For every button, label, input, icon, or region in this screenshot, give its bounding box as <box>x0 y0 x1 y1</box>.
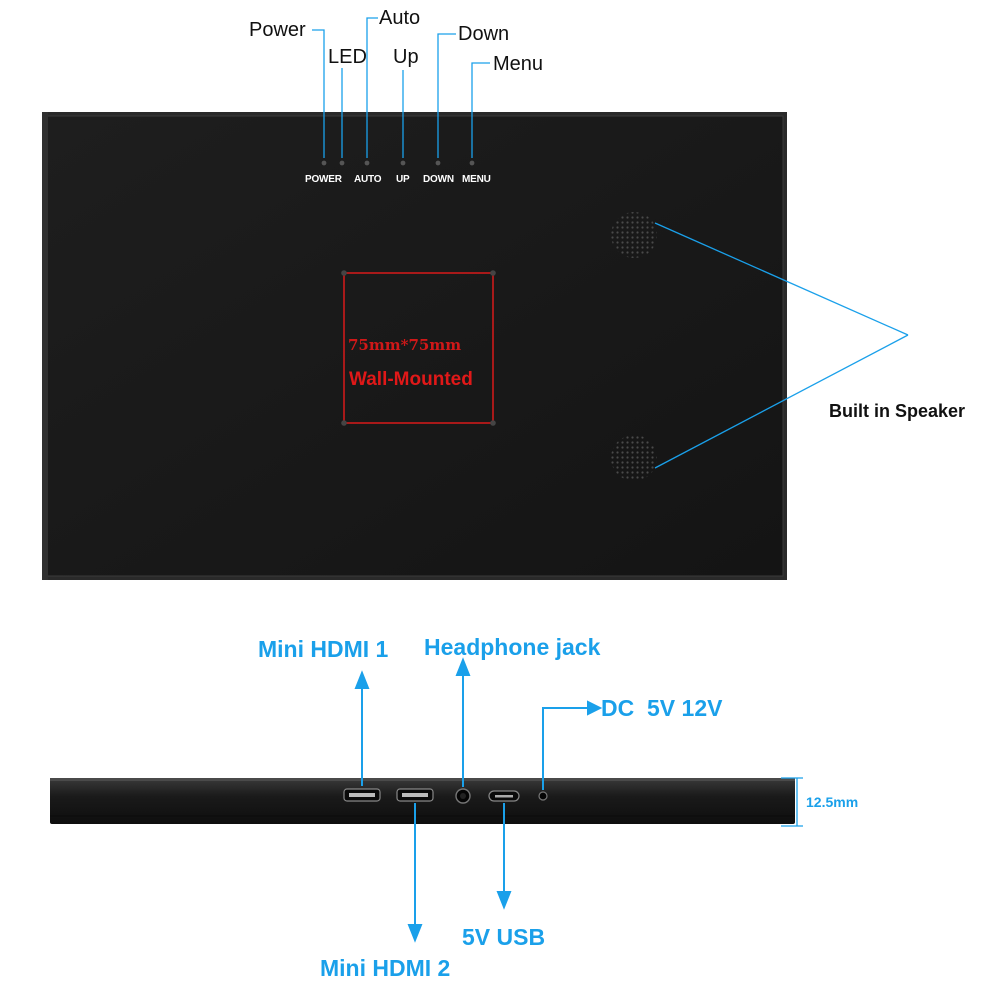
side-ports <box>343 788 548 804</box>
panel-button-power: POWER <box>305 174 342 185</box>
label-up: Up <box>393 46 419 68</box>
panel-button-auto: AUTO <box>354 174 382 185</box>
panel-button-menu: MENU <box>462 174 491 185</box>
port-label-mini-hdmi-1: Mini HDMI 1 <box>258 636 389 662</box>
wall-mount-square <box>341 270 496 426</box>
port-label-mini-hdmi-2: Mini HDMI 2 <box>320 955 451 981</box>
panel-button-dots <box>321 160 475 166</box>
speaker-grilles <box>611 212 657 481</box>
top-callout-lines <box>312 17 490 158</box>
label-down: Down <box>458 23 510 45</box>
label-menu: Menu <box>493 53 544 75</box>
port-label-usb: 5V USB <box>462 924 546 950</box>
monitor-back-panel <box>42 112 787 580</box>
label-power: Power <box>249 19 306 41</box>
label-auto: Auto <box>379 7 421 29</box>
port-label-dc: DC 5V 12V <box>601 695 723 721</box>
port-callout-arrows <box>354 657 603 943</box>
port-label-headphone-jack: Headphone jack <box>424 634 601 660</box>
panel-button-up: UP <box>396 174 410 185</box>
label-led: LED <box>328 46 367 68</box>
thickness-label: 12.5mm <box>806 794 859 810</box>
wall-mount-size: 75mm*75mm <box>348 336 462 354</box>
speaker-label: Built in Speaker <box>829 401 966 421</box>
speaker-callout-lines <box>654 222 909 469</box>
panel-button-down: DOWN <box>423 174 454 185</box>
wall-mount-label: Wall-Mounted <box>349 369 473 390</box>
thickness-bracket <box>781 777 803 827</box>
